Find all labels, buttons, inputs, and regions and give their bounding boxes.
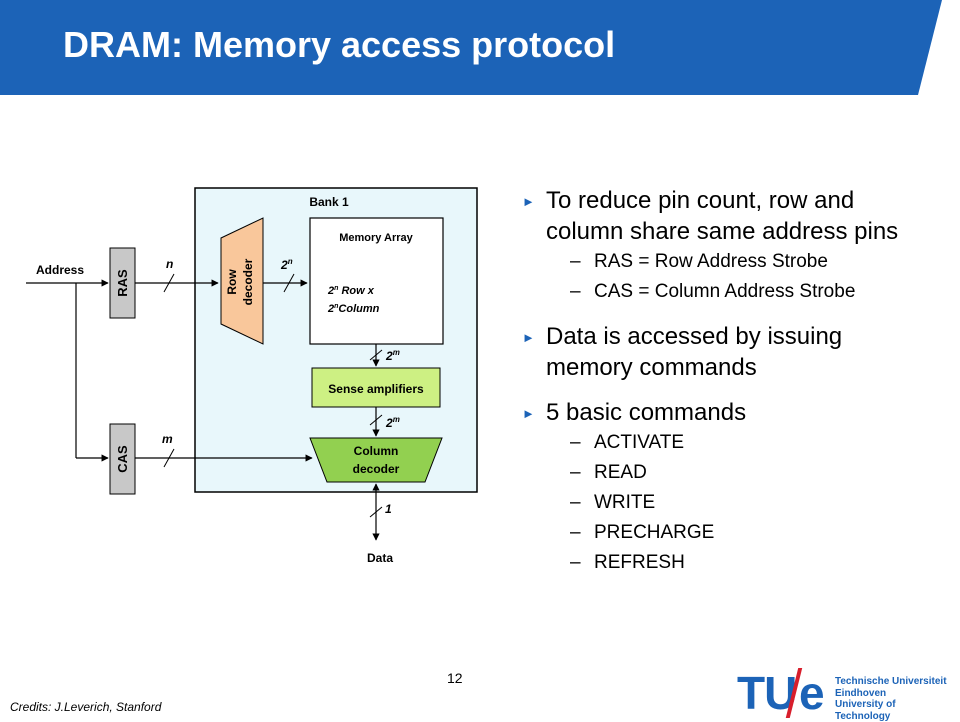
ras-block — [109, 247, 136, 319]
sub-bullet-ras: –RAS = Row Address Strobe — [570, 251, 828, 272]
two-m-label-upper: 2m — [385, 348, 400, 363]
bullet-arrow-icon: ► — [522, 194, 535, 209]
bullet-pin-count: ►To reduce pin count, row and column sha… — [522, 187, 899, 245]
sub-bullet-precharge: –PRECHARGE — [570, 522, 715, 543]
array-rows-label: 2n Row x — [327, 285, 375, 297]
page-number: 12 — [447, 670, 463, 686]
sub-bullet-cas: –CAS = Column Address Strobe — [570, 281, 856, 302]
sense-amplifiers-label: Sense amplifiers — [328, 382, 424, 396]
sub-bullet-activate: –ACTIVATE — [570, 432, 685, 453]
address-label: Address — [36, 263, 84, 277]
m-bus-tick — [163, 448, 175, 468]
two-n-label: 2n — [280, 257, 293, 272]
two-m-bus-tick-lower — [369, 414, 383, 426]
logo-mark-e: e — [799, 667, 825, 719]
title-bar: DRAM: Memory access protocol — [0, 0, 960, 95]
array-columns-label: 2nColumn — [327, 303, 380, 315]
n-label: n — [166, 257, 173, 271]
logo-text: Technische Universiteit Eindhoven Univer… — [835, 676, 947, 722]
credits: Credits: J.Leverich, Stanford — [10, 700, 162, 714]
bullet-arrow-icon: ► — [522, 330, 535, 345]
column-decoder-label-line2: decoder — [353, 462, 400, 476]
sub-bullet-write: –WRITE — [570, 492, 656, 513]
two-m-label-lower: 2m — [385, 415, 400, 430]
one-bit-tick — [369, 506, 383, 518]
sense-amplifiers-box — [311, 367, 441, 408]
sub-bullet-refresh: –REFRESH — [570, 552, 685, 573]
bullet-list: ►To reduce pin count, row and column sha… — [522, 185, 922, 578]
row-decoder-label-line2: decoder — [241, 258, 255, 305]
data-label: Data — [367, 551, 393, 565]
row-decoder-label-line1: Row — [225, 269, 239, 295]
m-label: m — [162, 432, 173, 446]
slide-title: DRAM: Memory access protocol — [63, 24, 616, 65]
memory-array-label: Memory Array — [339, 232, 413, 244]
one-bit-label: 1 — [385, 502, 392, 516]
column-decoder-block — [309, 437, 443, 483]
two-n-bus-tick — [283, 273, 295, 293]
column-decoder-label-line1: Column — [354, 444, 399, 458]
bank-label: Bank 1 — [309, 195, 349, 209]
n-bus-tick — [163, 273, 175, 293]
row-decoder-block — [220, 217, 264, 345]
cas-block — [109, 423, 136, 495]
tue-logo: TU e Technische Universiteit Eindhoven U… — [737, 667, 952, 722]
title-bar-background — [0, 0, 942, 95]
bullet-arrow-icon: ► — [522, 406, 535, 421]
ras-label: RAS — [115, 269, 130, 297]
two-m-bus-tick-upper — [369, 349, 383, 361]
sub-bullet-read: –READ — [570, 462, 647, 483]
bullet-basic-commands: ►5 basic commands — [522, 397, 922, 428]
cas-label: CAS — [115, 445, 130, 473]
bullet-memory-commands: ►Data is accessed by issuing memory comm… — [522, 323, 843, 381]
